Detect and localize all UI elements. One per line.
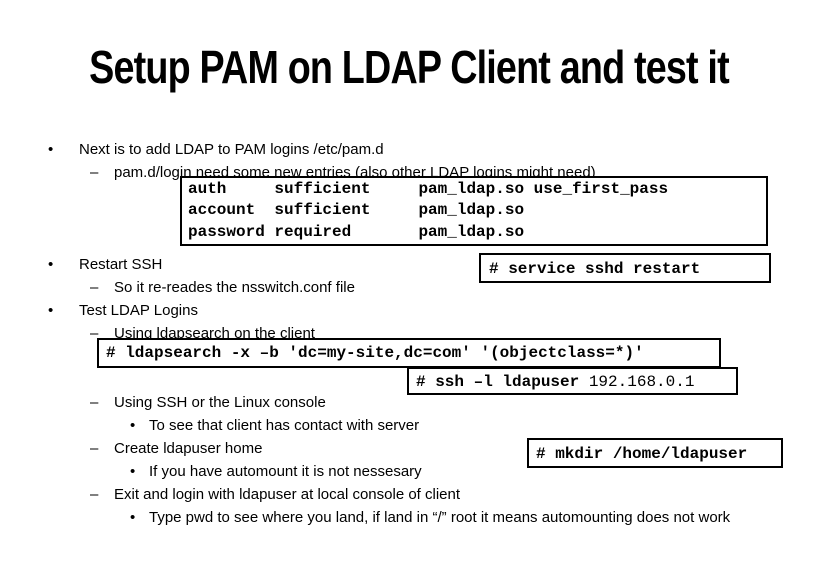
- sub-create-home: Create ldapuser home: [114, 440, 263, 457]
- ssh-command-text: # ssh –l ldapuser: [416, 373, 589, 391]
- pam-config-box: auth sufficient pam_ldap.so use_first_pa…: [180, 176, 768, 246]
- dash-marker: –: [90, 440, 99, 457]
- bullet-marker: •: [48, 256, 54, 273]
- bullet-marker: •: [130, 463, 136, 480]
- pam-line-account: account sufficient pam_ldap.so: [188, 201, 525, 219]
- sub-nsswitch: So it re-reades the nsswitch.conf file: [114, 279, 355, 296]
- mkdir-command: # mkdir /home/ldapuser: [536, 445, 748, 463]
- pam-line-password: password required pam_ldap.so: [188, 223, 525, 241]
- ldapsearch-command: # ldapsearch -x –b 'dc=my-site,dc=com' '…: [106, 344, 644, 362]
- ssh-command-box: # ssh –l ldapuser 192.168.0.1: [407, 367, 738, 395]
- item-pwd: Type pwd to see where you land, if land …: [149, 509, 731, 526]
- sub-ldapsearch: Using ldapsearch on the client: [114, 325, 315, 342]
- bullet-restart-ssh: Restart SSH: [79, 256, 163, 273]
- restart-command-box: # service sshd restart: [479, 253, 771, 283]
- item-contact-server: To see that client has contact with serv…: [149, 417, 420, 434]
- bullet-marker: •: [130, 417, 136, 434]
- dash-marker: –: [90, 279, 99, 296]
- bullet-test-logins: Test LDAP Logins: [79, 302, 198, 319]
- pam-line-auth: auth sufficient pam_ldap.so use_first_pa…: [188, 180, 669, 198]
- dash-marker: –: [90, 164, 99, 181]
- ssh-command: # ssh –l ldapuser 192.168.0.1: [416, 373, 694, 391]
- dash-marker: –: [90, 486, 99, 503]
- item-automount: If you have automount it is not nessesar…: [149, 463, 422, 480]
- mkdir-command-box: # mkdir /home/ldapuser: [527, 438, 783, 468]
- dash-marker: –: [90, 394, 99, 411]
- bullet-pam-intro: Next is to add LDAP to PAM logins /etc/p…: [79, 141, 384, 158]
- slide-title: Setup PAM on LDAP Client and test it: [89, 41, 730, 93]
- sub-ssh-console: Using SSH or the Linux console: [114, 394, 326, 411]
- ssh-ip: 192.168.0.1: [588, 373, 695, 391]
- bullet-marker: •: [48, 302, 54, 319]
- bullet-marker: •: [48, 141, 54, 158]
- bullet-marker: •: [130, 509, 136, 526]
- dash-marker: –: [90, 325, 99, 342]
- sub-exit-login: Exit and login with ldapuser at local co…: [114, 486, 461, 503]
- restart-command: # service sshd restart: [489, 260, 701, 278]
- ldapsearch-command-box: # ldapsearch -x –b 'dc=my-site,dc=com' '…: [97, 338, 721, 368]
